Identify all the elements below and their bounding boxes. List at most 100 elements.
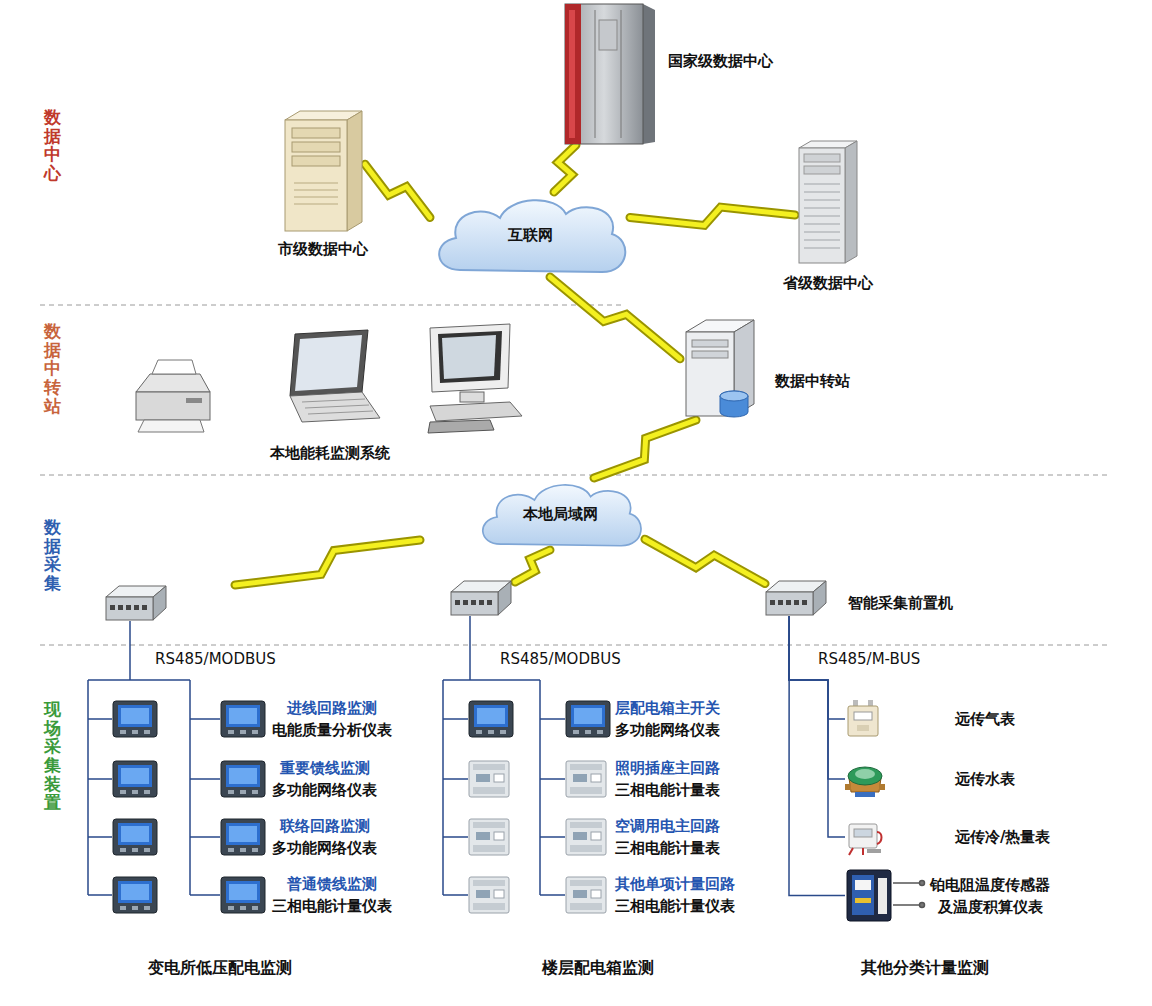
node-icon-shape: [221, 877, 265, 913]
node-icon-shape: [566, 761, 606, 797]
node-title: 进线回路监测: [272, 697, 392, 719]
node-text: 国家级数据中心: [668, 50, 773, 72]
node-text: 其他单项计量回路三相电能计量仪表: [615, 873, 735, 917]
network-cloud: 互联网: [430, 192, 630, 277]
node-icon-shape: [845, 767, 885, 797]
node-subtitle: 多功能网络仪表: [272, 779, 377, 801]
node-title: 照明插座主回路: [615, 757, 720, 779]
node-subtitle: 三相电能计量表: [615, 779, 720, 801]
node-subtitle: 三相电能计量仪表: [615, 895, 735, 917]
node-icon-shape: [136, 324, 522, 433]
node-subtitle: 三相电能计量表: [615, 837, 720, 859]
bolt-outline: [550, 277, 680, 359]
node-title: 智能采集前置机: [848, 592, 953, 614]
bolt-outline: [645, 539, 765, 583]
data-center-server: 国家级数据中心: [555, 0, 660, 145]
node-icon-shape: [849, 824, 882, 855]
data-center-server: 省级数据中心: [795, 140, 860, 265]
meter-device: 普通馈线监测三相电能计量仪表: [220, 876, 266, 914]
meter-device: 层配电箱主开关多功能网络仪表: [565, 700, 611, 738]
bolt-outline: [554, 145, 576, 192]
node-icon: [565, 876, 607, 914]
node-text: 远传水表: [955, 768, 1015, 790]
node-title: 市级数据中心: [278, 238, 368, 260]
node-text: 普通馈线监测三相电能计量仪表: [272, 873, 392, 917]
node-icon: [795, 140, 860, 265]
node-icon: [680, 318, 760, 420]
tier-divider: [40, 305, 625, 306]
wireless-link: [645, 539, 765, 583]
network-cloud: 本地局域网: [475, 478, 645, 550]
node-title: 本地能耗监测系统: [270, 442, 390, 464]
node-icon-shape: [565, 4, 655, 144]
bus-wire: [789, 616, 845, 837]
node-title: 远传水表: [955, 768, 1015, 790]
node-title: 空调用电主回路: [615, 815, 720, 837]
local-monitor-group: 本地能耗监测系统: [130, 322, 530, 437]
meter-device: 其他单项计量回路三相电能计量仪表: [565, 876, 607, 914]
node-text: 数据中转站: [775, 370, 850, 392]
node-text: 重要馈线监测多功能网络仪表: [272, 757, 377, 801]
node-text: 本地局域网: [475, 478, 645, 550]
bolt-fill: [630, 207, 795, 225]
bolt-outline: [630, 207, 795, 225]
data-center-server: 市级数据中心: [280, 108, 365, 233]
node-icon: [220, 700, 266, 738]
node-icon-shape: [566, 877, 606, 913]
node-subtitle: 电能质量分析仪表: [272, 719, 392, 741]
node-icon-shape: [799, 141, 857, 263]
remote-meter: 远传气表: [845, 700, 881, 738]
tier-divider: [40, 645, 1110, 646]
meter-icon: [113, 819, 157, 855]
bolt-fill: [550, 277, 680, 359]
node-title: 本地局域网: [523, 503, 598, 525]
tier-label: 数据中转站: [44, 322, 61, 415]
node-title: 重要馈线监测: [272, 757, 377, 779]
bolt-fill: [645, 539, 765, 583]
meter-device: 照明插座主回路三相电能计量表: [565, 760, 607, 798]
bus-link: [789, 616, 845, 779]
sensor-tip: [920, 903, 925, 908]
node-title: 其他单项计量回路: [615, 873, 735, 895]
node-text: 本地能耗监测系统: [270, 442, 390, 464]
node-title: 远传气表: [955, 708, 1015, 730]
tier-label: 数据中心: [44, 108, 61, 183]
node-icon-shape: [766, 581, 826, 615]
node-icon: [555, 0, 660, 145]
meter-device: 联络回路监测多功能网络仪表: [220, 818, 266, 856]
wireless-link: [365, 164, 430, 217]
remote-meter: 远传水表: [845, 760, 885, 798]
meter-icon: [469, 701, 513, 737]
rs485-bus: [88, 616, 565, 895]
node-text: 远传气表: [955, 708, 1015, 730]
protocol-label: RS485/MODBUS: [500, 650, 621, 668]
node-title: 联络回路监测: [272, 815, 377, 837]
node-icon: [765, 580, 827, 616]
collector-switch: 智能采集前置机: [765, 580, 827, 616]
node-icon: [845, 760, 885, 798]
node-text: 远传冷/热量表: [955, 826, 1050, 848]
node-subtitle: 多功能网络仪表: [615, 719, 720, 741]
node-text: 省级数据中心: [783, 272, 873, 294]
node-icon: [130, 322, 530, 437]
node-text: 层配电箱主开关多功能网络仪表: [615, 697, 720, 741]
node-text: 铂电阻温度传感器 及温度积算仪表: [930, 874, 1050, 918]
bolt-fill: [594, 420, 696, 478]
bus-wire: [789, 616, 845, 779]
din-meter-icon: [469, 819, 509, 855]
din-meter-icon: [469, 877, 509, 913]
remote-meter: 远传冷/热量表: [845, 818, 885, 856]
meter-icon: [113, 701, 157, 737]
node-text: 联络回路监测多功能网络仪表: [272, 815, 377, 859]
node-icon: [220, 760, 266, 798]
node-text: 市级数据中心: [278, 238, 368, 260]
node-icon-shape: [848, 700, 878, 736]
relay-server: 数据中转站: [680, 318, 760, 420]
node-icon: [845, 868, 893, 923]
node-icon-shape: [566, 701, 610, 737]
bolt-fill: [554, 145, 576, 192]
node-icon-shape: [221, 819, 265, 855]
bolt-outline: [594, 420, 696, 478]
